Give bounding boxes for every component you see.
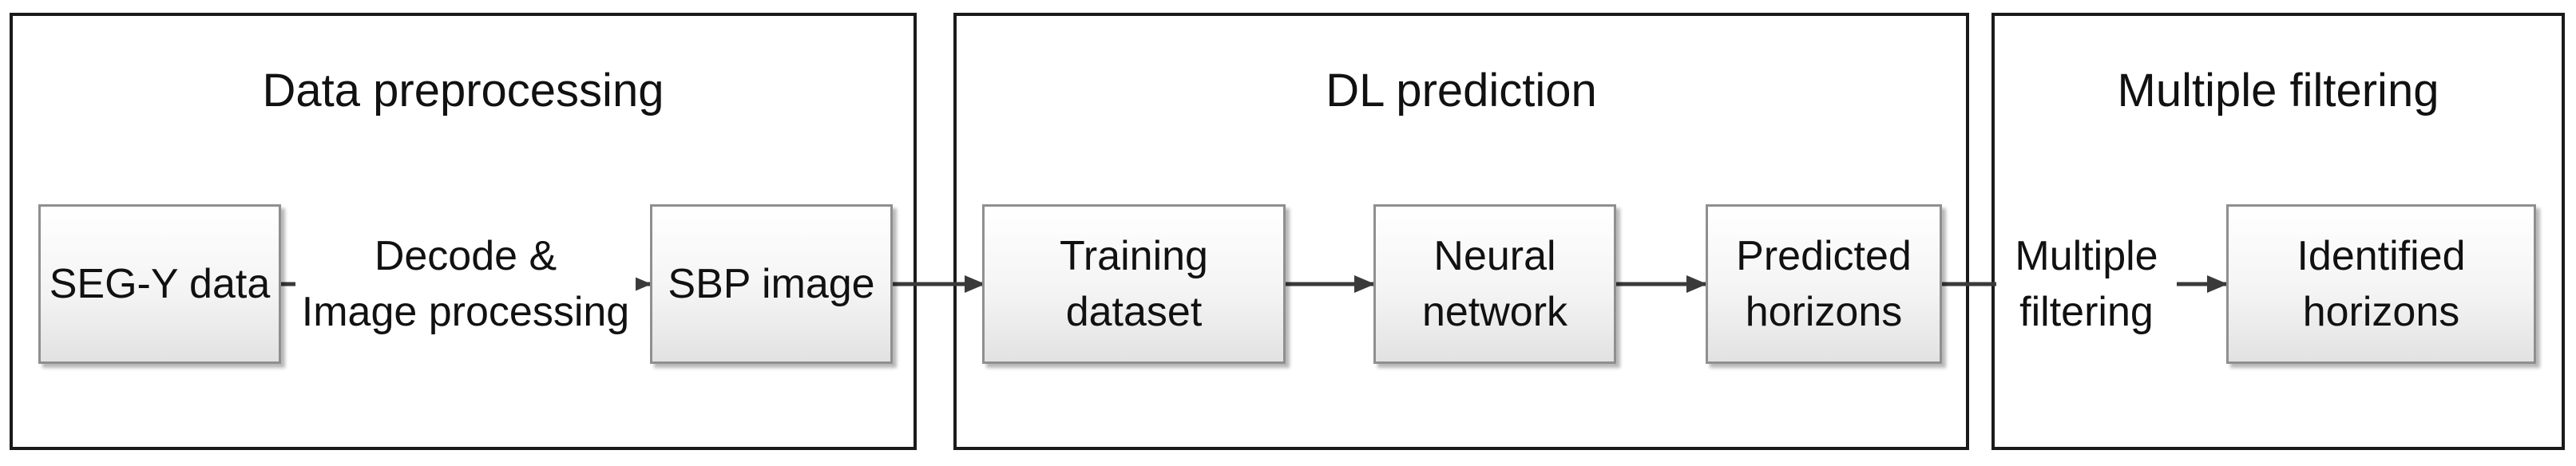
panel-title-multiple-filtering: Multiple filtering <box>2117 65 2439 116</box>
panel-title-dl-prediction: DL prediction <box>1326 65 1597 116</box>
node-neural-network: Neural network <box>1373 204 1616 364</box>
node-sbp-image: SBP image <box>650 204 893 364</box>
node-predicted-horizons: Predicted horizons <box>1706 204 1942 364</box>
edge-label-multiple-filtering: Multiple filtering <box>1996 228 2177 341</box>
panel-title-data-preprocessing: Data preprocessing <box>262 65 664 116</box>
node-identified-horizons: Identified horizons <box>2226 204 2536 364</box>
node-segy-data: SEG-Y data <box>38 204 281 364</box>
edge-label-decode-image-processing: Decode & Image processing <box>295 228 636 341</box>
node-training-dataset: Training dataset <box>982 204 1286 364</box>
